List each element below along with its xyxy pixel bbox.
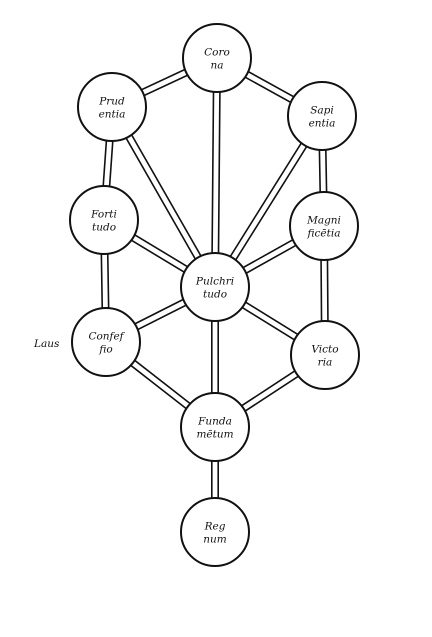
node-label-line: tudo	[203, 289, 227, 301]
node-circle	[182, 23, 252, 93]
node-circle	[180, 392, 250, 462]
node-label-line: Confef	[88, 331, 125, 343]
node-label-line: ficētia	[307, 228, 341, 240]
node-circle	[180, 252, 250, 322]
node-label-line: Coro	[204, 47, 230, 59]
path-corona-pulchritudo	[211, 57, 221, 288]
node-circle	[287, 81, 357, 151]
node-label-line: ria	[318, 357, 333, 369]
node-label-line: tudo	[92, 222, 116, 234]
node-circle	[290, 320, 360, 390]
node-label-line: fio	[98, 344, 112, 356]
node-label-line: Magni	[306, 215, 341, 227]
node-circle	[71, 307, 141, 377]
node-label-line: Pulchri	[195, 276, 234, 288]
node-label-line: entia	[99, 109, 126, 121]
node-label-line: mētum	[196, 429, 233, 441]
node-label-line: Reg	[204, 521, 226, 533]
node-label-line: Victo	[311, 344, 338, 356]
node-circle	[77, 72, 147, 142]
node-circle	[289, 191, 359, 261]
node-circle	[69, 185, 139, 255]
path-rail	[217, 58, 221, 288]
node-label-line: Forti	[90, 209, 117, 221]
node-label-line: Sapi	[310, 105, 334, 117]
node-label-line: Funda	[197, 416, 232, 428]
node-label-line: entia	[309, 118, 336, 130]
node-circle	[180, 497, 250, 567]
node-label-line: Prud	[98, 96, 125, 108]
side-label-laus: Laus	[33, 338, 60, 350]
node-label-line: num	[203, 534, 227, 546]
path-rail	[211, 57, 215, 287]
node-label-line: na	[210, 60, 223, 72]
